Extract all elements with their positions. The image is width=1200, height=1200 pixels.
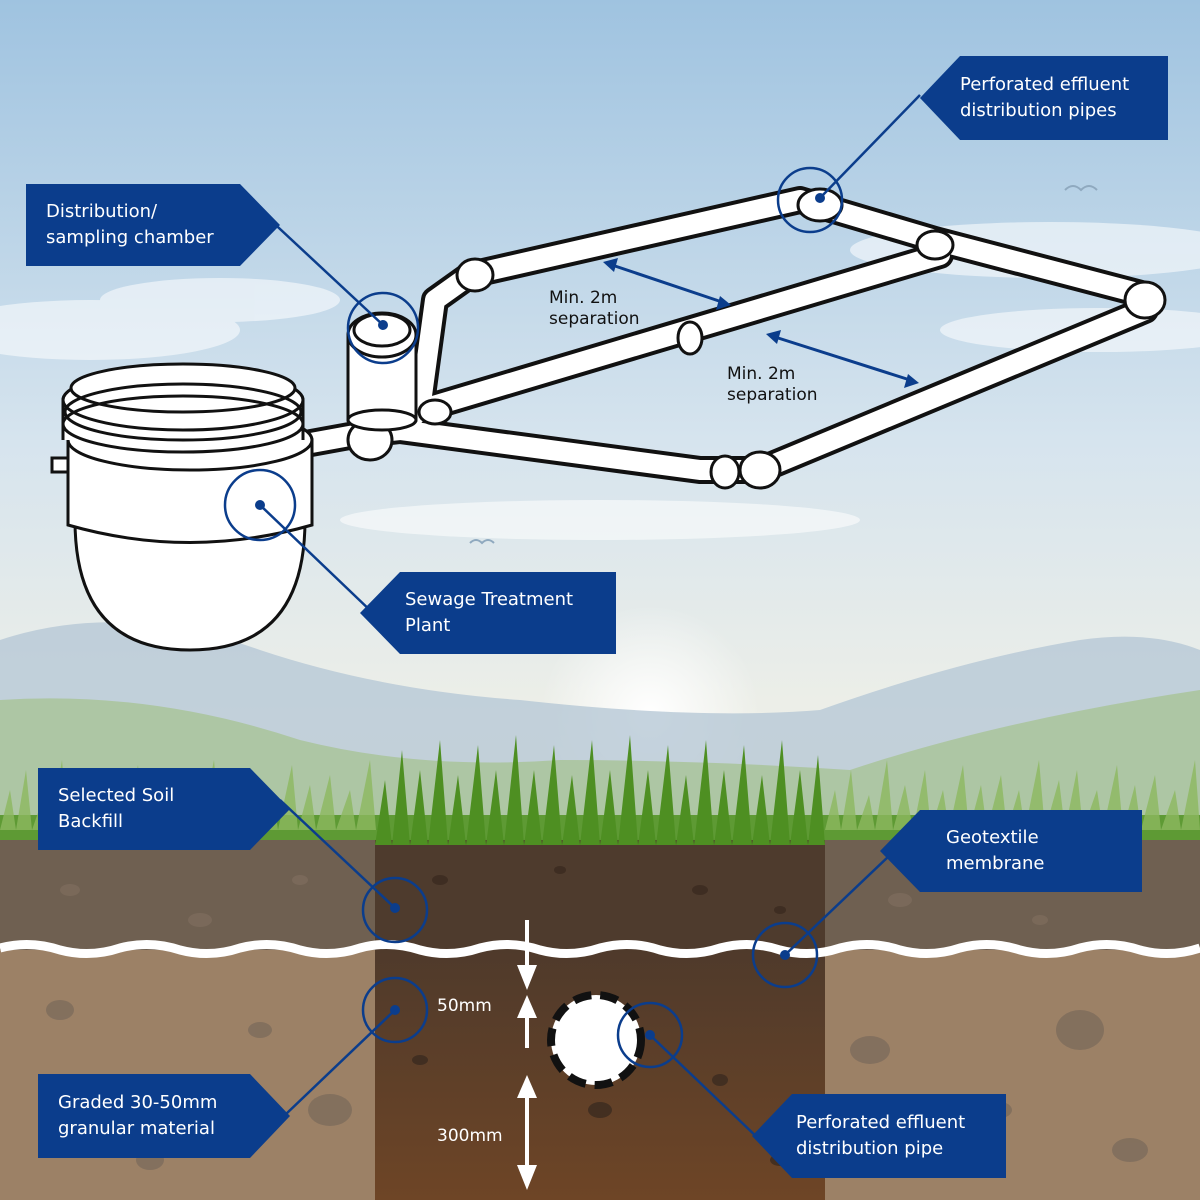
callout-perforated-pipe-line1: Perforated effluent [796,1112,966,1133]
separation-label-1-line1: Min. 2m [549,288,618,308]
separation-label-1-line2: separation [549,309,640,329]
callout-perforated-pipes-line1: Perforated effluent [960,74,1130,95]
dimension-arrows [517,920,537,1190]
callout-granular: Graded 30-50mm granular material [38,1074,290,1158]
sewage-tank [50,362,314,652]
callout-granular-line1: Graded 30-50mm [58,1092,218,1113]
separation-label-2-line2: separation [727,385,818,405]
dimension-label-50mm: 50mm [437,996,492,1016]
separation-label-2: Min. 2m separation [727,364,818,406]
distribution-chamber [346,311,418,432]
callout-soil-backfill-line2: Backfill [58,811,124,832]
callout-distribution-chamber-line1: Distribution/ [46,201,158,222]
hills [0,690,1200,830]
separation-label-1: Min. 2m separation [549,288,640,330]
callout-soil-backfill-line1: Selected Soil [58,785,175,806]
dimension-label-300mm: 300mm [437,1126,503,1146]
trench-backfill [375,835,825,950]
callout-perforated-pipes: Perforated effluent distribution pipes [920,56,1168,140]
callout-distribution-chamber: Distribution/ sampling chamber [26,184,280,266]
callout-geotextile: Geotextile membrane [880,810,1142,892]
callout-perforated-pipe: Perforated effluent distribution pipe [752,1094,1006,1178]
callout-soil-backfill: Selected Soil Backfill [38,768,290,850]
callout-geotextile-line2: membrane [946,853,1045,874]
callout-perforated-pipe-line2: distribution pipe [796,1138,944,1159]
callout-distribution-chamber-line2: sampling chamber [46,227,214,248]
geotextile-membrane [0,940,1200,958]
bird-icons [469,185,1098,545]
callout-markers [223,94,921,1141]
pipe-cross-section [547,991,645,1089]
callout-perforated-pipes-line2: distribution pipes [960,100,1117,121]
separation-arrows [603,258,919,388]
separation-label-2-line1: Min. 2m [727,364,796,384]
callout-sewage-plant-line2: Plant [405,615,451,636]
callout-sewage-plant: Sewage Treatment Plant [360,572,616,654]
callout-sewage-plant-line1: Sewage Treatment [405,589,574,610]
callout-dots [255,193,825,1040]
callout-geotextile-line1: Geotextile [946,827,1039,848]
callout-granular-line2: granular material [58,1118,215,1139]
